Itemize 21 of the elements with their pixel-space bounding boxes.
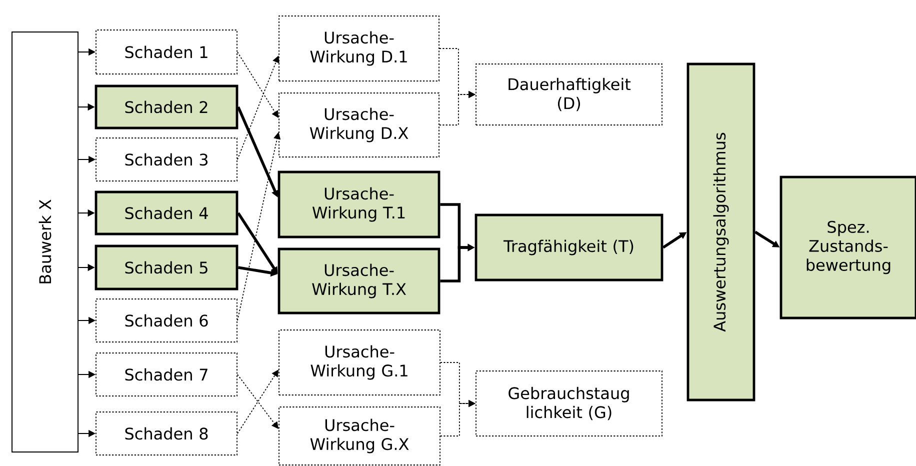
cause-effect-box: Ursache- Wirkung G.X — [278, 406, 440, 466]
cause-effect-box: Ursache- Wirkung T.1 — [278, 170, 440, 238]
building-box: Bauwerk X — [12, 32, 79, 452]
damage-box: Schaden 7 — [96, 352, 238, 396]
damage-box: Schaden 4 — [94, 190, 238, 236]
damage-box: Schaden 3 — [96, 138, 238, 182]
cause-effect-box: Ursache- Wirkung G.1 — [278, 330, 440, 396]
category-box: Dauerhaftigkeit (D) — [476, 64, 662, 126]
damage-box: Schaden 5 — [94, 244, 238, 290]
algorithm-bar: Auswertungsalgorithmus — [686, 62, 756, 402]
damage-box: Schaden 2 — [94, 84, 238, 130]
cause-effect-box: Ursache- Wirkung D.X — [278, 92, 440, 158]
cause-effect-box: Ursache- Wirkung T.X — [278, 248, 440, 314]
damage-box: Schaden 8 — [96, 412, 238, 456]
cause-effect-box: Ursache- Wirkung D.1 — [278, 16, 440, 82]
category-box: Tragfähigkeit (T) — [474, 214, 664, 282]
category-box: Gebrauchstaug lichkeit (G) — [476, 370, 662, 436]
arrow — [237, 56, 280, 160]
damage-box: Schaden 1 — [96, 30, 238, 74]
result-box: Spez. Zustands- bewertung — [780, 176, 916, 320]
damage-box: Schaden 6 — [96, 298, 238, 342]
